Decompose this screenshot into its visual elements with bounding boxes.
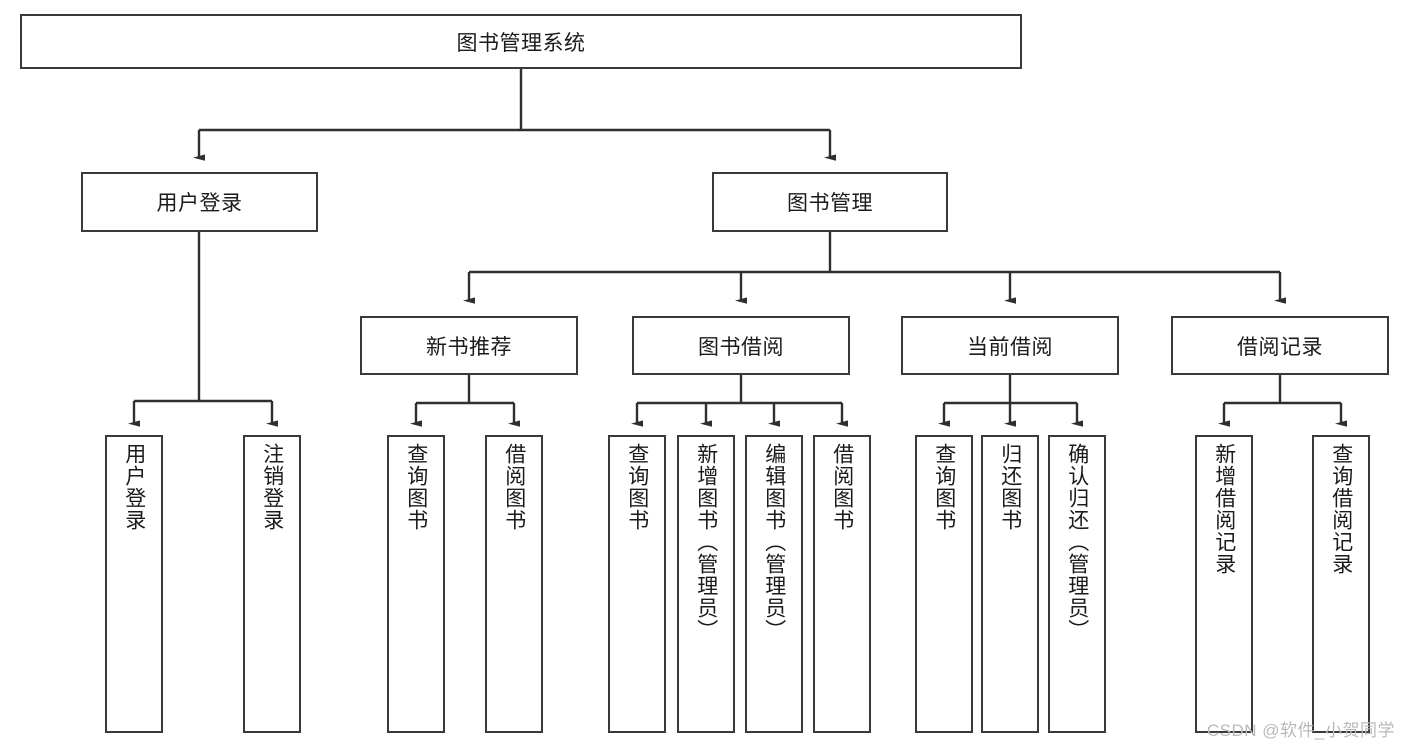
node-label: 确认归还（管理员） xyxy=(1065,443,1089,641)
node-label: 图书管理系统 xyxy=(456,31,586,55)
node-label: 新增图书（管理员） xyxy=(694,443,718,641)
node-leaf-query-book-1[interactable]: 查询图书 xyxy=(387,435,445,733)
node-root-system[interactable]: 图书管理系统 xyxy=(20,14,1022,69)
node-label: 查询图书 xyxy=(932,443,956,531)
node-label: 新增借阅记录 xyxy=(1212,443,1236,575)
node-label: 新书推荐 xyxy=(426,335,512,359)
node-leaf-confirm-return[interactable]: 确认归还（管理员） xyxy=(1048,435,1106,733)
node-leaf-logout-login[interactable]: 注销登录 xyxy=(243,435,301,733)
node-leaf-edit-book[interactable]: 编辑图书（管理员） xyxy=(745,435,803,733)
node-leaf-query-record[interactable]: 查询借阅记录 xyxy=(1312,435,1370,733)
csdn-watermark: CSDN @软件_小贺同学 xyxy=(1206,721,1395,740)
node-label: 查询图书 xyxy=(404,443,428,531)
node-borrow-record[interactable]: 借阅记录 xyxy=(1171,316,1389,375)
node-label: 图书借阅 xyxy=(698,335,784,359)
node-leaf-borrow-book-2[interactable]: 借阅图书 xyxy=(813,435,871,733)
node-label: 当前借阅 xyxy=(967,335,1053,359)
node-new-book-recommend[interactable]: 新书推荐 xyxy=(360,316,578,375)
node-label: 借阅图书 xyxy=(830,443,854,531)
node-label: 查询借阅记录 xyxy=(1329,443,1353,575)
node-leaf-add-book[interactable]: 新增图书（管理员） xyxy=(677,435,735,733)
node-label: 借阅图书 xyxy=(502,443,526,531)
node-label: 用户登录 xyxy=(156,192,243,215)
node-leaf-borrow-book-1[interactable]: 借阅图书 xyxy=(485,435,543,733)
node-book-manage[interactable]: 图书管理 xyxy=(712,172,948,232)
node-label: 注销登录 xyxy=(260,443,284,531)
node-label: 编辑图书（管理员） xyxy=(762,443,786,641)
node-current-borrow[interactable]: 当前借阅 xyxy=(901,316,1119,375)
node-label: 查询图书 xyxy=(625,443,649,531)
node-label: 图书管理 xyxy=(787,192,873,215)
node-leaf-user-login[interactable]: 用户登录 xyxy=(105,435,163,733)
node-leaf-query-book-3[interactable]: 查询图书 xyxy=(915,435,973,733)
node-leaf-return-book[interactable]: 归还图书 xyxy=(981,435,1039,733)
node-leaf-query-book-2[interactable]: 查询图书 xyxy=(608,435,666,733)
node-user-login[interactable]: 用户登录 xyxy=(81,172,318,232)
node-label: 用户登录 xyxy=(122,443,146,531)
node-leaf-add-record[interactable]: 新增借阅记录 xyxy=(1195,435,1253,733)
node-book-borrow[interactable]: 图书借阅 xyxy=(632,316,850,375)
node-label: 借阅记录 xyxy=(1237,335,1323,359)
node-label: 归还图书 xyxy=(998,443,1022,531)
